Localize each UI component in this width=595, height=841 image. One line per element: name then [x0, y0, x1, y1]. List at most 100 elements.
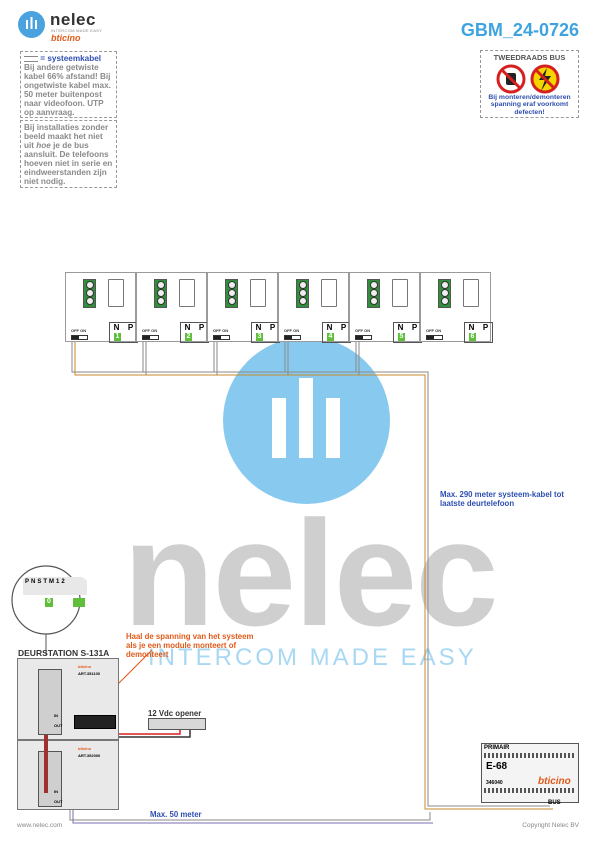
phone-label-p: P [198, 323, 205, 332]
zoom-green-terminal [73, 598, 85, 607]
terminal-block [74, 715, 116, 729]
module-1-board [38, 669, 62, 735]
zoom-label: 1 [56, 579, 60, 585]
psu-brand: bticino [538, 776, 571, 787]
footer-website: www.nelec.com [17, 822, 63, 829]
phone-switch-label: OFF ON [284, 328, 300, 333]
phone-label-n: N [397, 323, 404, 332]
no-plug-icon [496, 64, 559, 94]
phone-dip-switch-icon [426, 335, 443, 340]
logo-tagline: INTERCOM MADE EASY [51, 28, 103, 33]
haal-spanning-label: Haal de spanning van het systeem als je … [126, 632, 254, 659]
phone-label-n: N [326, 323, 333, 332]
door-station-module-1: bticino ART.351100 IN OUT [17, 658, 119, 740]
phone-handset-icon [463, 279, 479, 307]
phone-number: 4 [327, 333, 334, 341]
phone-handset-icon [321, 279, 337, 307]
phone-number: 2 [185, 333, 192, 341]
zoom-label: M [49, 579, 55, 585]
module-1-code: ART.351100 [78, 671, 101, 676]
cable-legend-icon [24, 55, 38, 62]
document-title: GBM_24-0726 [460, 20, 579, 40]
phone-label-p: P [411, 323, 418, 332]
phone-number: 6 [469, 333, 476, 341]
warning-title: TWEEDRAADS BUS [493, 53, 566, 62]
zoom-number: 0 [45, 598, 53, 607]
zoom-label: N [31, 579, 36, 585]
watermark-tagline: INTERCOM MADE EASY [148, 644, 477, 671]
phone-terminal [438, 279, 451, 308]
module-link-cable [44, 735, 48, 793]
phone-switch-label: OFF ON [213, 328, 229, 333]
psu-code: 346040 [486, 780, 503, 786]
install-note-text-2: je de bus aansluit. De telefoons hoeven … [24, 141, 113, 186]
phone-label-p: P [340, 323, 347, 332]
cable-note: = systeemkabel Bij andere getwiste kabel… [20, 51, 117, 118]
phone-label-n: N [184, 323, 191, 332]
phone-label-p: P [269, 323, 276, 332]
phone-number: 3 [256, 333, 263, 341]
phone-dip-switch-icon [284, 335, 301, 340]
module-2-board [38, 751, 62, 807]
phone-dip-switch-icon [213, 335, 230, 340]
module-1-brand: bticino [78, 664, 92, 669]
logo-bars-icon [26, 17, 37, 29]
install-note-text-1: Bij installaties zonder beeld maakt het … [24, 123, 109, 150]
max-50-label: Max. 50 meter [150, 810, 202, 819]
psu-model: E-68 [486, 761, 508, 772]
phone-handset-icon [250, 279, 266, 307]
module-2-out: OUT [54, 799, 63, 804]
phone-dip-switch-icon [142, 335, 159, 340]
phone-dip-switch-icon [355, 335, 372, 340]
max-290-label: Max. 290 meter systeem-kabel tot laatste… [440, 490, 564, 508]
watermark-word: nelec [123, 489, 499, 657]
zoom-label: S [37, 579, 42, 585]
watermark-bars-icon [272, 378, 340, 458]
zoom-label: T [43, 579, 48, 585]
phone-handset-icon [108, 279, 124, 307]
door-station-module-2: bticino ART.352000 IN OUT [17, 735, 119, 810]
power-supply: PRIMAIR E-68 346040 bticino [481, 743, 579, 803]
phone-handset-icon [179, 279, 195, 307]
phone-label-p: P [127, 323, 134, 332]
phone-label-n: N [255, 323, 262, 332]
psu-primair: PRIMAIR [484, 745, 510, 751]
phone-terminal [367, 279, 380, 308]
phone-switch-label: OFF ON [426, 328, 442, 333]
zoom-label: P [25, 579, 30, 585]
phone-switch-label: OFF ON [71, 328, 87, 333]
phone-terminal [296, 279, 309, 308]
module-1-in: IN [54, 713, 58, 718]
phone-switch-label: OFF ON [355, 328, 371, 333]
warning-box: TWEEDRAADS BUS Bij monteren/demonteren s… [480, 50, 579, 118]
module-2-in: IN [54, 789, 58, 794]
warning-text: Bij monteren/demonteren spanning eraf vo… [488, 94, 571, 116]
phone-terminal [225, 279, 238, 308]
phone-terminal [154, 279, 167, 308]
psu-vents-bottom [484, 788, 576, 793]
door-opener-icon [148, 718, 206, 730]
phone-handset-icon [392, 279, 408, 307]
phone-dip-switch-icon [71, 335, 88, 340]
module-2-code: ART.352000 [78, 753, 101, 758]
phone-terminal [83, 279, 96, 308]
psu-vents-top [484, 753, 576, 758]
logo-word: nelec [50, 10, 96, 29]
phone-label-n: N [468, 323, 475, 332]
zoom-label: 2 [61, 579, 65, 585]
opener-label: 12 Vdc opener [148, 709, 202, 718]
phone-label-p: P [482, 323, 489, 332]
door-station-title: DEURSTATION S-131A [18, 648, 110, 658]
